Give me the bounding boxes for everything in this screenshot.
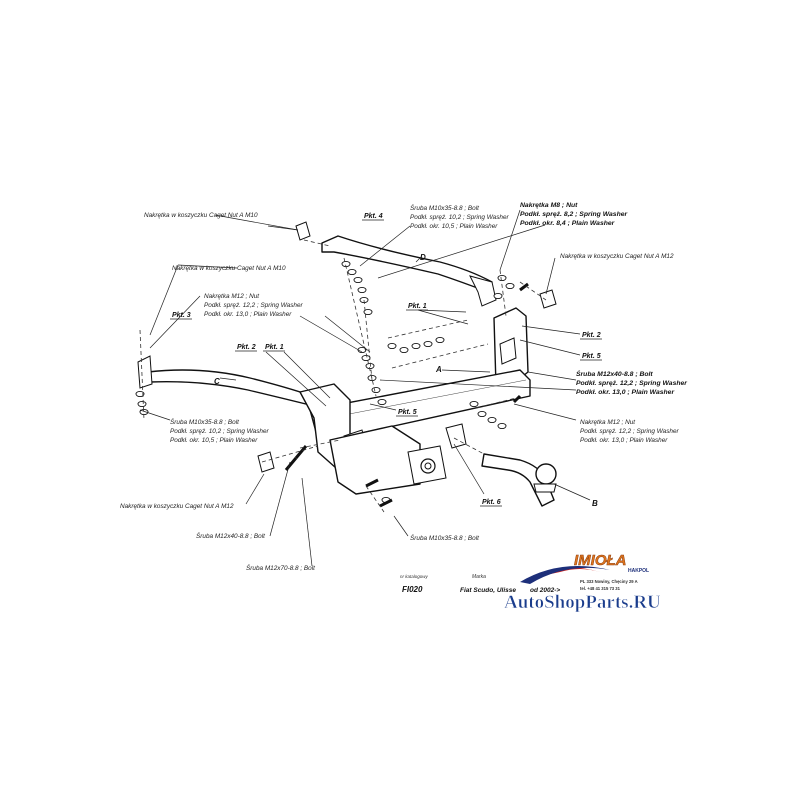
- washer-glyph: [361, 354, 371, 362]
- pkt2-right-label: Pkt. 2: [582, 332, 601, 339]
- washer-glyph: [347, 268, 357, 276]
- label-nut-m10-top: Nakrętka w koszyczku Caget Nut A M10: [144, 212, 258, 219]
- washer-glyph: [357, 286, 367, 294]
- pkt1-top-label: Pkt. 1: [408, 303, 427, 310]
- washer-glyph: [487, 416, 497, 424]
- washer-glyph: [411, 342, 421, 350]
- point-labels: Pkt. 4 Pkt. 1 Pkt. 3 Pkt. 2 Pkt. 1 Pkt. …: [170, 213, 602, 507]
- bolt-glyph: [512, 394, 522, 404]
- bolt-glyph: [379, 498, 393, 508]
- letter-c: C: [214, 377, 220, 386]
- bolt-glyph: [284, 457, 298, 471]
- side-bar-d: [321, 235, 497, 307]
- label-nut-m8-1: Nakrętka M8 ; Nut: [520, 202, 578, 209]
- washer-glyph: [477, 410, 487, 418]
- watermark-text: AutoShopParts.RU: [504, 592, 661, 613]
- washer-glyph: [435, 336, 445, 344]
- imiola-logo: IMIOŁA HAKPOL PL 333 Nowiny, Chęciny 29 …: [520, 552, 649, 591]
- vehicle-model: Fiat Scudo, Ulisse: [460, 587, 516, 594]
- logo-sub: HAKPOL: [628, 568, 649, 574]
- code-caption: nr katalogowy: [400, 574, 429, 579]
- label-bolt-m10-top-2: Podkł. spręż. 10,2 ; Spring Washer: [410, 214, 510, 221]
- leader-lines: [139, 209, 591, 567]
- fasteners: [135, 260, 529, 508]
- title-block: nr katalogowy FI020 Marka Fiat Scudo, Ul…: [400, 574, 560, 594]
- part-letters: A B C D: [214, 253, 598, 508]
- washer-glyph: [399, 346, 409, 354]
- crossbar-a: [299, 307, 531, 495]
- label-bolt-m12x40-right-2: Podkł. spręż. 12,2 ; Spring Washer: [576, 380, 687, 387]
- alignment-lines: [139, 239, 547, 513]
- logo-address-2: tel. +48 41 315 73 31: [580, 586, 621, 591]
- bolt-glyph: [365, 478, 379, 488]
- washer-glyph: [505, 282, 515, 290]
- label-bolt-m10-top-3: Podkł. okr. 10,5 ; Plain Washer: [410, 223, 498, 230]
- label-nut-m12-left-2: Podkł. spręż. 12,2 ; Spring Washer: [204, 302, 304, 309]
- washer-glyph: [137, 400, 147, 408]
- label-bolt-m10-left-2: Podkł. spręż. 10,2 ; Spring Washer: [170, 428, 270, 435]
- letter-a: A: [435, 365, 442, 374]
- washer-glyph: [497, 274, 507, 282]
- bolt-glyph: [519, 282, 529, 292]
- washer-glyph: [363, 308, 373, 316]
- washer-glyph: [365, 362, 375, 370]
- washer-glyph: [493, 292, 503, 300]
- tow-ball-b: [481, 453, 557, 507]
- side-bar-c: [137, 355, 323, 409]
- label-bolt-m12x40-right-1: Śruba M12x40-8.8 ; Bolt: [576, 369, 653, 378]
- label-nut-m12-right2-1: Nakrętka M12 ; Nut: [580, 419, 635, 426]
- bolt-glyph: [294, 445, 308, 459]
- washer-glyph: [371, 386, 381, 394]
- production-from: od 2002->: [530, 587, 560, 594]
- pkt4-label: Pkt. 4: [364, 213, 383, 220]
- label-nut-m12-left-3: Podkł. okr. 13,0 ; Plain Washer: [204, 311, 292, 318]
- washer-glyph: [497, 422, 507, 430]
- label-nut-m8-2: Podkł. spręż. 8,2 ; Spring Washer: [520, 211, 627, 218]
- pkt3-label: Pkt. 3: [172, 312, 191, 319]
- cage-nuts: [257, 221, 557, 473]
- label-bolt-m10x35-bottom: Śruba M10x35-8.8 ; Bolt: [410, 533, 479, 542]
- label-nut-m12-right: Nakrętka w koszyczku Caget Nut A M12: [560, 253, 674, 260]
- pkt2-left-label: Pkt. 2: [237, 344, 256, 351]
- label-bolt-m12x40-right-3: Podkł. okr. 13,0 ; Plain Washer: [576, 389, 674, 396]
- washer-glyph: [423, 340, 433, 348]
- label-bolt-m10-left-3: Podkł. okr. 10,5 ; Plain Washer: [170, 437, 258, 444]
- washer-glyph: [387, 342, 397, 350]
- washer-glyph: [469, 400, 479, 408]
- label-nut-m12-left-1: Nakrętka M12 ; Nut: [204, 293, 259, 300]
- callout-labels: Nakrętka w koszyczku Caget Nut A M10 Nak…: [120, 202, 687, 572]
- pkt1-left-label: Pkt. 1: [265, 344, 284, 351]
- pkt5-right-label: Pkt. 5: [582, 353, 601, 360]
- catalog-code: FI020: [402, 585, 423, 594]
- logo-address-1: PL 333 Nowiny, Chęciny 29 A: [580, 579, 638, 584]
- logo-brand: IMIOŁA: [574, 552, 627, 569]
- label-bolt-m12x70: Śruba M12x70-8.8 ; Bolt: [246, 563, 315, 572]
- washer-glyph: [353, 276, 363, 284]
- label-bolt-m10-left-1: Śruba M10x35-8.8 ; Bolt: [170, 417, 239, 426]
- letter-b: B: [592, 499, 598, 508]
- pkt5-mid-label: Pkt. 5: [398, 409, 417, 416]
- label-nut-m10-left: Nakrętka w koszyczku Caget Nut A M10: [172, 265, 286, 272]
- label-nut-m12-right2-3: Podkł. okr. 13,0 ; Plain Washer: [580, 437, 668, 444]
- label-nut-m12-right2-2: Podkł. spręż. 12,2 ; Spring Washer: [580, 428, 680, 435]
- label-nut-m8-3: Podkł. okr. 8,4 ; Plain Washer: [520, 220, 615, 227]
- make-caption: Marka: [472, 574, 486, 580]
- label-bolt-m10-top-1: Śruba M10x35-8.8 ; Bolt: [410, 203, 479, 212]
- letter-d: D: [420, 253, 426, 262]
- washer-glyph: [135, 390, 145, 398]
- pkt6-label: Pkt. 6: [482, 499, 501, 506]
- washer-glyph: [377, 398, 387, 406]
- label-nut-m12-bottom: Nakrętka w koszyczku Caget Nut A M12: [120, 503, 234, 510]
- label-bolt-m12x40-bottom: Śruba M12x40-8.8 ; Bolt: [196, 531, 265, 540]
